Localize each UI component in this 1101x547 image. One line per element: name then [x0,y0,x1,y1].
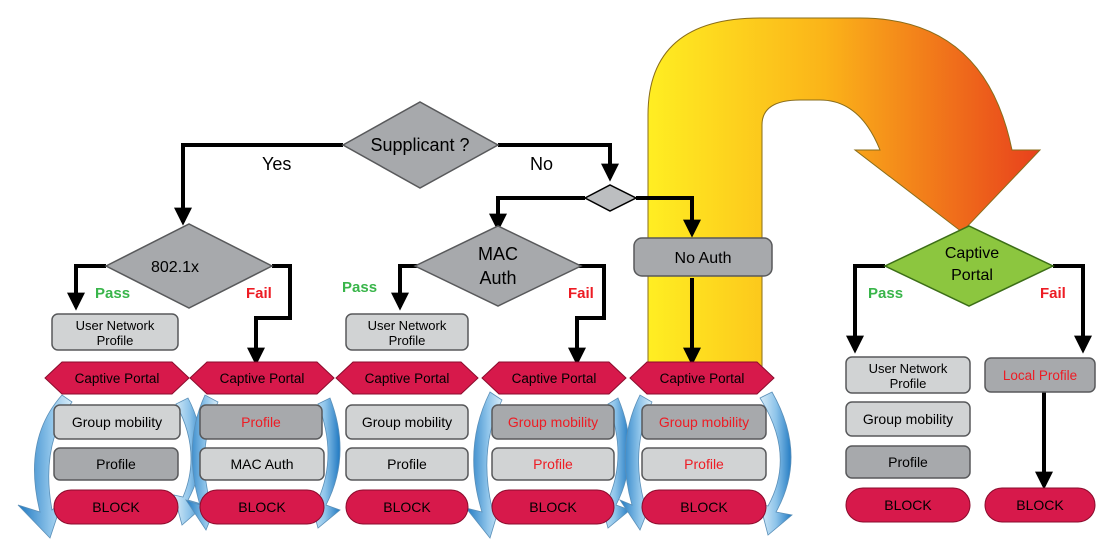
fail-label-3: Fail [1040,285,1066,302]
yes-label: Yes [262,154,291,174]
captive-portal-hex-4: Captive Portal [481,361,627,395]
svg-text:Profile: Profile [96,456,136,472]
group-mobility-box-2: Group mobility [345,404,469,440]
profile-box-red-1: Profile [199,404,323,440]
redirect-arch-arrow [647,17,1042,373]
pass-label-3: Pass [868,285,903,302]
captive-portal-hex-3: Captive Portal [335,361,479,395]
local-profile-box: Local Profile [984,357,1096,393]
block-pill-3: BLOCK [345,489,469,525]
svg-text:Group mobility: Group mobility [863,411,953,427]
block-pill-5: BLOCK [641,489,767,525]
unp3-line1: User Network [869,361,948,376]
svg-text:Group mobility: Group mobility [659,414,749,430]
block-pill-4: BLOCK [491,489,615,525]
profile-box-red-2: Profile [491,447,615,481]
fail-label-2: Fail [568,285,594,302]
unp1-line2: Profile [97,333,134,348]
svg-text:Group mobility: Group mobility [72,414,162,430]
svg-text:Profile: Profile [241,414,281,430]
user-network-profile-3: User Network Profile [845,356,971,394]
group-mobility-box-1: Group mobility [53,404,181,440]
captive-portal-label-line2: Portal [951,267,993,284]
svg-text:Profile: Profile [684,456,724,472]
captive-portal-label-line1: Captive [945,245,999,262]
captive-portal-hex-2: Captive Portal [189,361,335,395]
mac-auth-label-line2: Auth [479,268,516,288]
supplicant-decision: Supplicant ? [341,101,500,189]
unp1-line1: User Network [76,318,155,333]
mac-auth-decision: MAC Auth [413,225,583,307]
profile-box-2: Profile [345,447,469,481]
svg-text:BLOCK: BLOCK [92,499,140,515]
no-auth-box: No Auth [633,237,773,277]
svg-text:Profile: Profile [888,454,928,470]
svg-text:Captive Portal: Captive Portal [75,371,160,386]
svg-text:Captive Portal: Captive Portal [365,371,450,386]
svg-text:Group mobility: Group mobility [508,414,598,430]
group-mobility-box-red-2: Group mobility [641,404,767,440]
svg-text:Profile: Profile [533,456,573,472]
profile-box-red-3: Profile [641,447,767,481]
svg-text:BLOCK: BLOCK [1016,497,1064,513]
svg-text:Captive Portal: Captive Portal [220,371,305,386]
svg-text:BLOCK: BLOCK [884,497,932,513]
split-decision [583,184,638,212]
svg-text:Profile: Profile [387,456,427,472]
flow-connectors [67,143,1092,490]
svg-text:BLOCK: BLOCK [529,499,577,515]
blue-cycle-arrows [17,391,793,539]
no-label: No [530,154,553,174]
unp2-line2: Profile [389,333,426,348]
mac-auth-box: MAC Auth [199,447,325,481]
block-pill-7: BLOCK [984,487,1096,523]
supplicant-label: Supplicant ? [370,135,469,155]
unp2-line1: User Network [368,318,447,333]
captive-portal-decision: Captive Portal [883,225,1055,307]
mac-auth-label-line1: MAC [478,244,518,264]
block-pill-1: BLOCK [53,489,179,525]
user-network-profile-2: User Network Profile [345,313,469,351]
group-mobility-box-red-1: Group mobility [491,404,615,440]
svg-text:MAC Auth: MAC Auth [230,456,293,472]
pass-label-2: Pass [342,279,377,296]
user-network-profile-1: User Network Profile [51,313,179,351]
captive-portal-hex-5: Captive Portal [629,361,775,395]
local-profile-label: Local Profile [1003,368,1077,383]
group-mobility-box-3: Group mobility [845,401,971,437]
svg-text:Group mobility: Group mobility [362,414,452,430]
svg-text:BLOCK: BLOCK [238,499,286,515]
pass-label-1: Pass [95,285,130,302]
fail-label-1: Fail [246,285,272,302]
svg-text:BLOCK: BLOCK [383,499,431,515]
captive-portal-hex-1: Captive Portal [44,361,190,395]
no-auth-label: No Auth [675,250,732,267]
block-pill-2: BLOCK [199,489,325,525]
dot1x-label: 802.1x [151,259,199,276]
block-pill-6: BLOCK [845,487,971,523]
profile-box-1: Profile [53,447,179,481]
svg-text:BLOCK: BLOCK [680,499,728,515]
svg-text:Captive Portal: Captive Portal [660,371,745,386]
dot1x-decision: 802.1x [104,223,274,309]
profile-box-3: Profile [845,445,971,479]
svg-text:Captive Portal: Captive Portal [512,371,597,386]
unp3-line2: Profile [890,376,927,391]
